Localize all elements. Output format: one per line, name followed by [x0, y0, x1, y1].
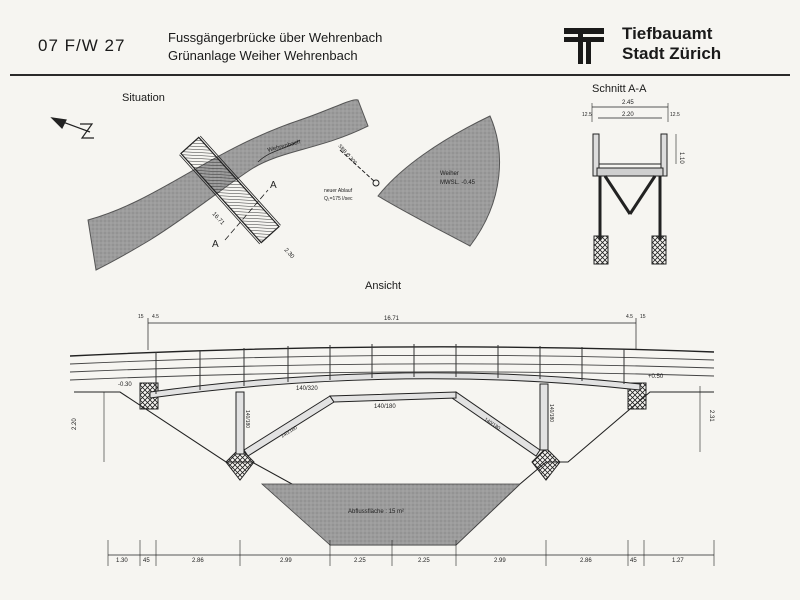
- section-line: [224, 189, 269, 241]
- section-title: Schnitt A-A: [592, 83, 647, 95]
- bottom-dim-6: 2.25: [418, 558, 430, 564]
- bottom-dim-5: 2.25: [354, 558, 366, 564]
- railing-posts: [155, 344, 625, 394]
- offset-right-2: 15: [640, 314, 646, 320]
- section-mark-top: A: [270, 180, 277, 191]
- north-arrow-icon: [50, 117, 94, 139]
- title-line-1: Fussgängerbrücke über Wehrenbach: [168, 30, 383, 45]
- bottom-dim-2: 45: [143, 558, 150, 564]
- bottom-dim-8: 2.86: [580, 558, 592, 564]
- strut-left: [243, 395, 335, 457]
- section-railing-height: 1.10: [678, 152, 684, 164]
- height-left: 2.20: [72, 418, 78, 430]
- offset-right-1: 4.5: [626, 314, 633, 320]
- level-right: +0.50: [648, 374, 664, 380]
- bottom-dim-4: 2.99: [280, 558, 292, 564]
- bottom-dim-7: 2.99: [494, 558, 506, 564]
- elevation-span: 16.71: [384, 316, 400, 322]
- handrail-mid2: [69, 363, 715, 373]
- main-beam: [149, 372, 641, 399]
- offset-left-2: 4.5: [152, 314, 159, 320]
- handrail-top: [69, 346, 715, 357]
- situation-title: Situation: [122, 92, 165, 104]
- bottom-dim-9: 45: [630, 558, 637, 564]
- bottom-dim-10: 1.27: [672, 558, 684, 564]
- bottom-dimension-ticks: [107, 540, 715, 566]
- section-edge-left: 12.5: [582, 112, 592, 118]
- elevation-title: Ansicht: [365, 280, 402, 292]
- section-overall-width: 2.45: [622, 100, 634, 106]
- footing-left: [225, 447, 255, 481]
- plan-code: 07 F/W 27: [38, 36, 126, 55]
- handrail-mid1: [69, 354, 715, 365]
- bridge-plan: [179, 135, 281, 245]
- flow-area-label: Abflussfläche : 15 m²: [348, 509, 404, 515]
- cross-section: [591, 103, 677, 265]
- pipe-label: SBB Ø 300: [337, 143, 358, 166]
- flow-arrow-icon: [257, 139, 301, 163]
- support-post-left: [235, 391, 245, 455]
- span-dimension: 16.71: [211, 211, 226, 227]
- section-mark-bottom: A: [212, 239, 219, 250]
- section-edge-right: 12.5: [670, 112, 680, 118]
- pond-label: Weiher: [440, 171, 459, 177]
- post-label-right: 140/180: [548, 404, 554, 422]
- section-inner-width: 2.20: [622, 112, 634, 118]
- pond-level: MWSL. -0.45: [440, 180, 476, 186]
- title-line-2: Grünanlage Weiher Wehrenbach: [168, 48, 358, 63]
- footing-right: [531, 447, 561, 481]
- situation-plan: Wehrenbach 16.71 2.30 A A SBB Ø 300 neue…: [50, 99, 501, 271]
- level-left: -0.30: [118, 382, 132, 388]
- support-post-right: [539, 383, 549, 451]
- outlet-label: neuer Ablauf: [324, 188, 353, 194]
- bottom-dim-3: 2.86: [192, 558, 204, 564]
- header-divider: [10, 74, 790, 76]
- height-right: 2.31: [708, 410, 714, 422]
- handrail-mid3: [69, 371, 715, 381]
- org-name-line-1: Tiefbauamt: [622, 24, 713, 43]
- strut-beam: [329, 391, 457, 403]
- pipe-line: [339, 149, 376, 183]
- org-name-line-2: Stadt Zürich: [622, 44, 722, 63]
- bottom-dim-1: 1.30: [116, 558, 128, 564]
- beam-label-2: 140/180: [374, 404, 396, 410]
- tiefbauamt-logo-icon: [564, 28, 604, 64]
- elevation-view: 16.71 15 4.5 4.5 15 Abflussfläche : 15 m…: [69, 314, 715, 566]
- manhole-icon: [372, 179, 380, 187]
- pond-weiher: [377, 115, 501, 247]
- outlet-flow: Q₁=175 l/sec: [324, 196, 353, 202]
- width-dimension: 2.30: [283, 247, 296, 260]
- post-label-left: 140/180: [244, 410, 250, 428]
- offset-left-1: 15: [138, 314, 144, 320]
- beam-label-1: 140/320: [296, 386, 318, 392]
